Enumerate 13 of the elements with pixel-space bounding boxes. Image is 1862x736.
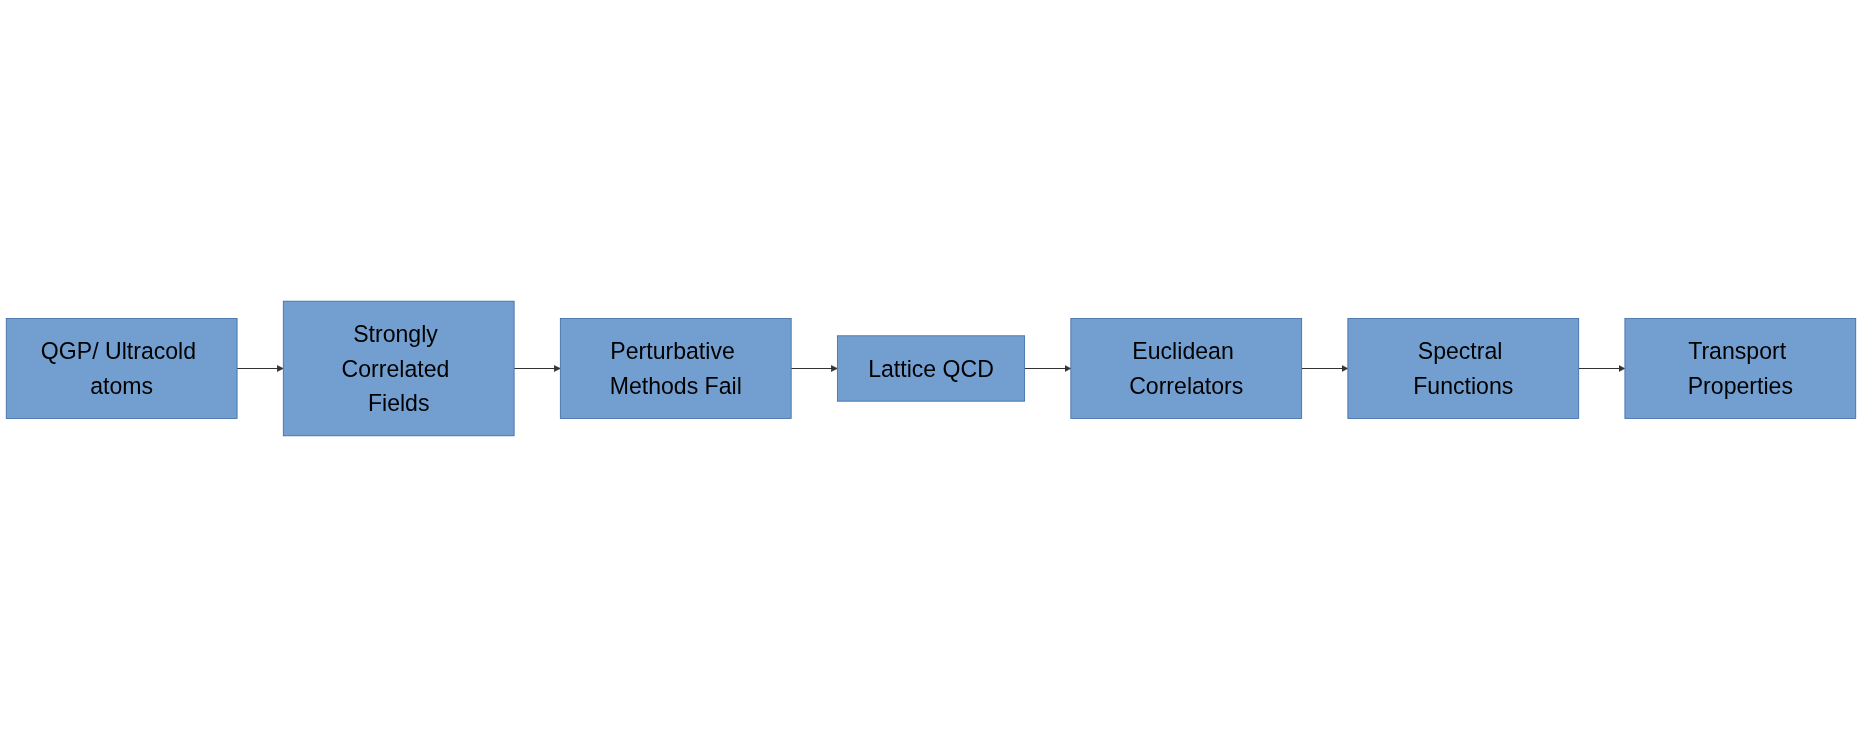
arrow bbox=[236, 364, 284, 372]
arrow bbox=[513, 364, 561, 372]
arrow bbox=[1301, 364, 1349, 372]
arrow bbox=[790, 364, 838, 372]
arrow bbox=[1024, 364, 1072, 372]
node-box: Euclidean Correlators bbox=[1070, 317, 1303, 419]
node-box: Lattice QCD bbox=[836, 334, 1026, 402]
node-box: Strongly Correlated Fields bbox=[282, 300, 515, 436]
node-box: QGP/ Ultracold atoms bbox=[5, 317, 238, 419]
node-box: Perturbative Methods Fail bbox=[559, 317, 792, 419]
arrow bbox=[1578, 364, 1626, 372]
node-box: Spectral Functions bbox=[1347, 317, 1580, 419]
node-box: Transport Properties bbox=[1624, 317, 1857, 419]
